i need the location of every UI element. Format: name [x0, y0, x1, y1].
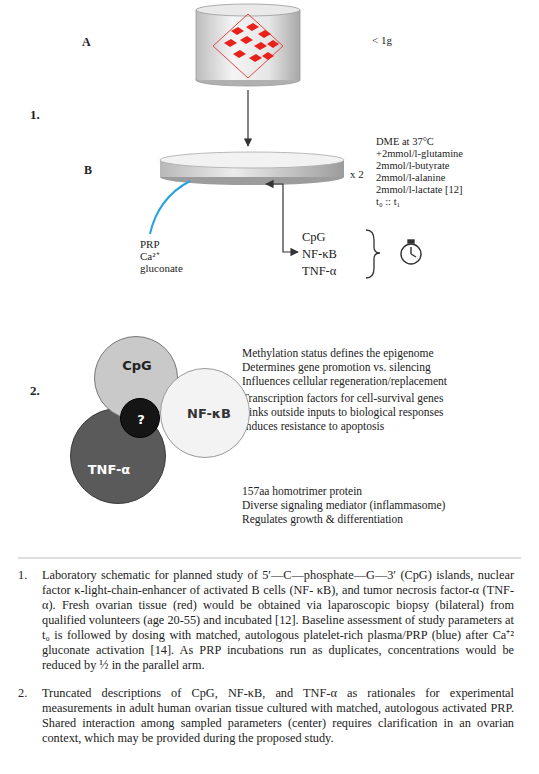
medium-line: DME at 37°C — [376, 136, 434, 148]
medium-line: +2mmol/l-glutamine — [376, 148, 463, 160]
brace — [366, 230, 380, 278]
interaction-circle: ? — [120, 398, 160, 438]
panel-letter: A — [82, 36, 91, 50]
replicate-note: x 2 — [350, 168, 364, 181]
caption-number: 2. — [18, 686, 42, 746]
caption-number: 1. — [18, 568, 42, 673]
measure-label: NF-κB — [302, 247, 337, 261]
description-line: Diverse signaling mediator (inflammasome… — [242, 499, 445, 512]
caption-text: Truncated descriptions of CpG, NF-κB, an… — [42, 686, 514, 746]
time-points: t₀ :: t₁ — [376, 196, 400, 208]
prp-label: PRP — [140, 238, 160, 251]
description-line: Transcription factors for cell-survival … — [242, 392, 443, 405]
step-number: 1. — [30, 108, 40, 123]
nfkb-circle: NF-κB — [160, 368, 250, 458]
circle-label: ? — [137, 412, 145, 427]
caption-item: 1.Laboratory schematic for planned study… — [18, 568, 514, 673]
description-line: Determines gene promotion vs. silencing — [242, 361, 431, 374]
separator-rule — [18, 558, 521, 559]
description-line: Methylation status defines the epigenome — [242, 347, 434, 360]
mass-note: < 1g — [372, 34, 392, 47]
description-line: Influences cellular regeneration/replace… — [242, 375, 447, 388]
caption-block: 1.Laboratory schematic for planned study… — [18, 568, 514, 759]
description-line: 157aa homotrimer protein — [242, 485, 362, 498]
circle-label: TNF-α — [88, 462, 131, 477]
measure-label: TNF-α — [302, 264, 336, 278]
prp-label: Ca²⁺ — [140, 250, 160, 263]
medium-line: 2mmol/l-lactate [12] — [376, 184, 463, 196]
description-line: Regulates growth & differentiation — [242, 513, 403, 526]
description-line: Induces resistance to apoptosis — [242, 420, 384, 433]
prp-line — [150, 181, 190, 234]
circle-label: NF-κB — [187, 406, 231, 421]
measure-label: CpG — [302, 230, 326, 244]
sampling-arrow — [266, 184, 298, 252]
panel-letter: B — [84, 164, 92, 178]
circle-label: CpG — [122, 358, 152, 373]
culture-dish — [160, 152, 344, 185]
description-line: Links outside inputs to biological respo… — [242, 406, 444, 419]
step-number: 2. — [30, 384, 40, 399]
prp-label: gluconate — [140, 262, 183, 275]
medium-line: 2mmol/l-alanine — [376, 172, 445, 184]
caption-item: 2.Truncated descriptions of CpG, NF-κB, … — [18, 686, 514, 746]
flow-arrow — [247, 90, 248, 146]
medium-line: 2mmol/l-butyrate — [376, 160, 450, 172]
caption-text: Laboratory schematic for planned study o… — [42, 568, 514, 673]
stopwatch-icon — [401, 240, 421, 264]
tissue-jar — [196, 4, 300, 86]
